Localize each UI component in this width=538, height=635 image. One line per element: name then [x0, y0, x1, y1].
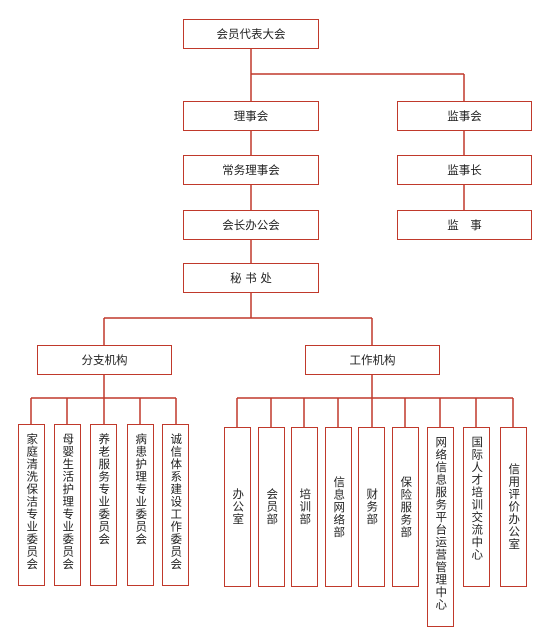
president-office-box: 会长办公会 [183, 210, 319, 240]
standing-council-label: 常务理事会 [222, 163, 280, 177]
president-office-label: 会长办公会 [222, 218, 280, 232]
branch-committee-box: 诚信体系建设工作委员会 [162, 424, 189, 586]
member-assembly-box: 会员代表大会 [183, 19, 319, 49]
branch-committee-label: 母婴生活护理专业委员会 [61, 433, 76, 571]
work-unit-label: 国际人才培训交流中心 [470, 436, 485, 561]
secretariat-box: 秘 书 处 [183, 263, 319, 293]
branch-committee-box: 母婴生活护理专业委员会 [54, 424, 81, 586]
branch-committee-label: 病患护理专业委员会 [134, 433, 149, 546]
member-assembly-label: 会员代表大会 [216, 27, 286, 41]
work-unit-box: 培训部 [291, 427, 318, 587]
council-label: 理事会 [233, 109, 269, 123]
council-box: 理事会 [183, 101, 319, 131]
branches-label: 分支机构 [81, 353, 128, 367]
work-units-label: 工作机构 [349, 353, 396, 367]
secretariat-label: 秘 书 处 [230, 271, 272, 285]
work-unit-box: 国际人才培训交流中心 [463, 427, 490, 587]
work-unit-label: 信用评价办公室 [507, 463, 522, 551]
branch-committee-label: 养老服务专业委员会 [97, 433, 112, 546]
supervisory-board-label: 监事会 [447, 109, 482, 123]
branch-committee-box: 家庭清洗保洁专业委员会 [18, 424, 45, 586]
branch-committee-label: 诚信体系建设工作委员会 [169, 433, 184, 571]
chief-supervisor-box: 监事长 [397, 155, 532, 185]
work-units-box: 工作机构 [305, 345, 440, 375]
work-unit-box: 会员部 [258, 427, 285, 587]
work-unit-box: 保险服务部 [392, 427, 419, 587]
work-unit-label: 网络信息服务平台运营管理中心 [434, 436, 449, 611]
branch-committee-label: 家庭清洗保洁专业委员会 [25, 433, 40, 571]
work-unit-label: 保险服务部 [399, 475, 414, 539]
work-unit-label: 信息网络部 [332, 475, 347, 539]
work-unit-box: 网络信息服务平台运营管理中心 [427, 427, 454, 627]
branches-box: 分支机构 [37, 345, 172, 375]
supervisor-box: 监 事 [397, 210, 532, 240]
work-unit-label: 会员部 [265, 488, 280, 526]
supervisor-label: 监 事 [447, 218, 482, 232]
supervisory-board-box: 监事会 [397, 101, 532, 131]
branch-committee-box: 病患护理专业委员会 [127, 424, 154, 586]
work-unit-label: 财务部 [365, 488, 380, 526]
work-unit-label: 办公室 [231, 488, 246, 526]
work-unit-label: 培训部 [298, 488, 313, 526]
standing-council-box: 常务理事会 [183, 155, 319, 185]
work-unit-box: 财务部 [358, 427, 385, 587]
work-unit-box: 信用评价办公室 [500, 427, 527, 587]
work-unit-box: 办公室 [224, 427, 251, 587]
work-unit-box: 信息网络部 [325, 427, 352, 587]
branch-committee-box: 养老服务专业委员会 [90, 424, 117, 586]
chief-supervisor-label: 监事长 [447, 163, 482, 177]
